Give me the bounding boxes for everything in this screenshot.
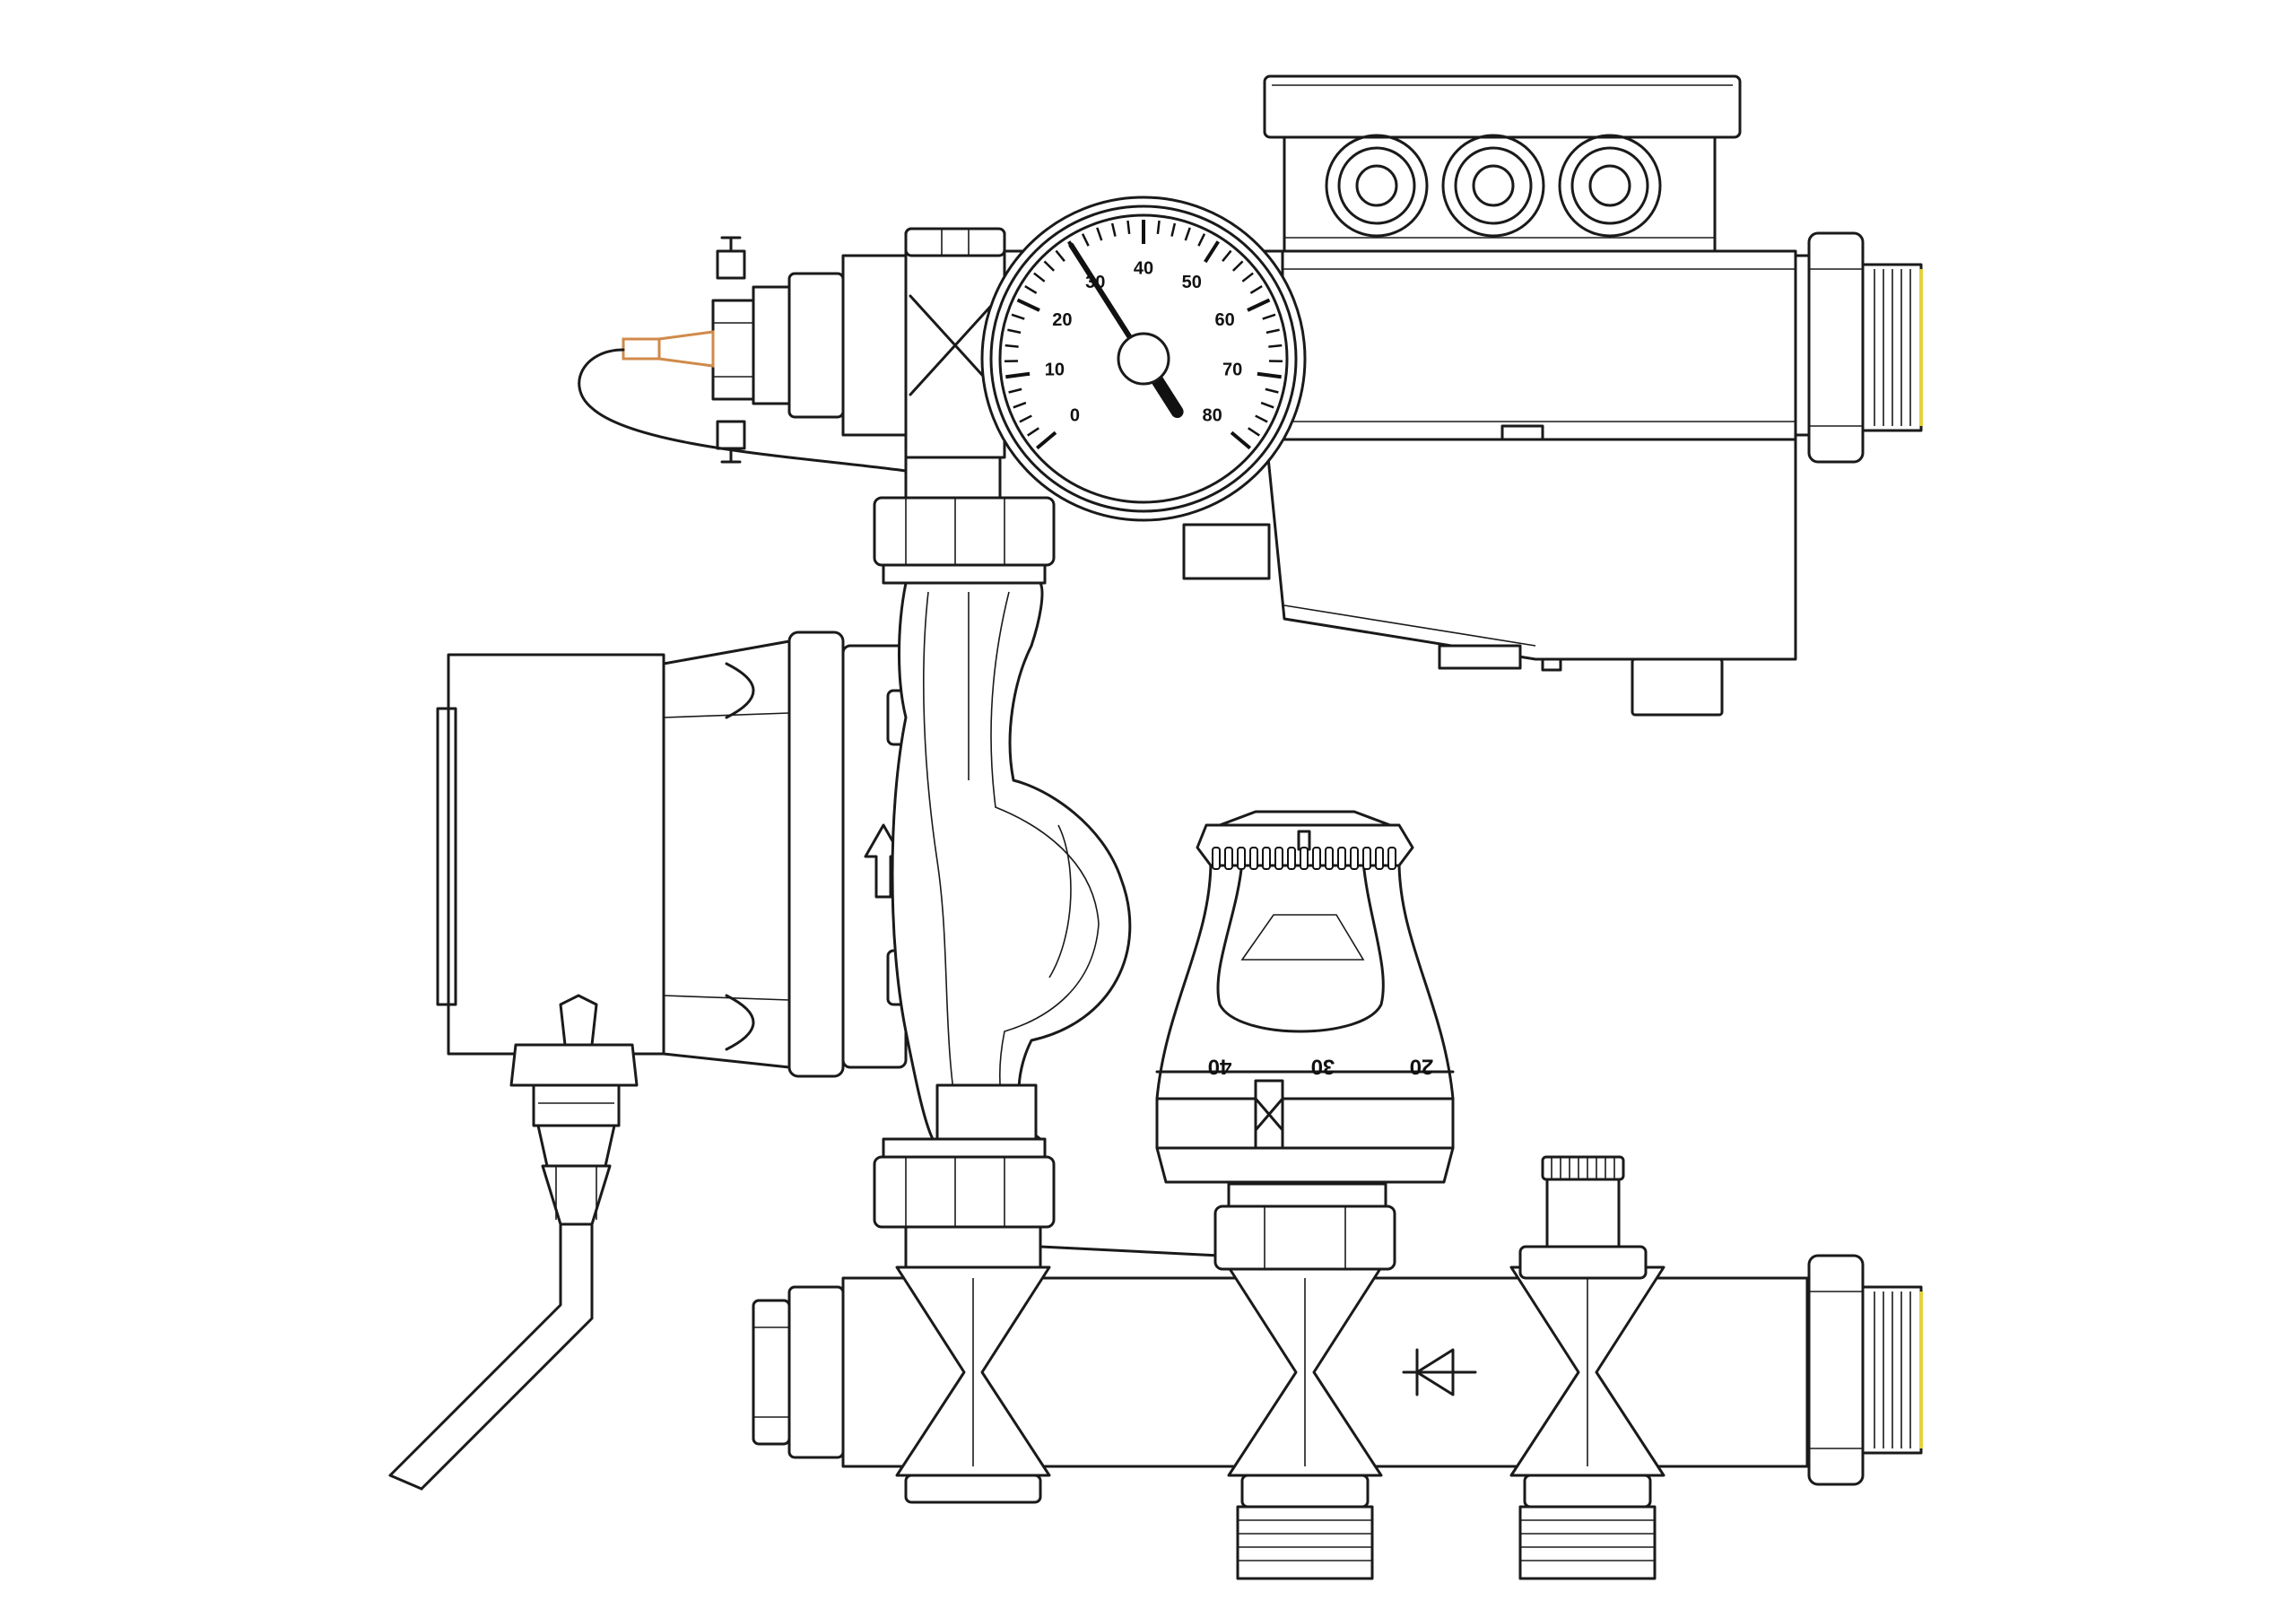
gauge-tick — [1008, 387, 1022, 394]
check-valve-icon — [1402, 1348, 1477, 1396]
gauge-tick — [1257, 371, 1282, 379]
gauge-tick — [1204, 240, 1220, 264]
gauge-tick — [1170, 222, 1177, 237]
air-vent — [1518, 1155, 1648, 1280]
knob-rib — [1224, 847, 1233, 870]
knob-rib — [1325, 847, 1334, 870]
gauge-tick — [1013, 401, 1027, 409]
gauge-tick — [1265, 387, 1279, 394]
gauge-label-40: 40 — [1134, 258, 1153, 278]
gauge-tick — [1007, 328, 1022, 335]
gauge-tick — [1019, 414, 1032, 423]
gauge-label-80: 80 — [1202, 406, 1222, 426]
gauge-tick — [1096, 227, 1103, 241]
upper-union — [873, 456, 1056, 585]
top-thread — [1874, 269, 1911, 426]
knob-grip-ribs — [1212, 847, 1396, 870]
temperature-gauge: 01020304050607080 — [980, 196, 1307, 522]
gauge-tick — [1126, 220, 1131, 235]
gauge-tick — [1231, 260, 1244, 272]
thermostatic-head: 40 30 20 — [1155, 810, 1455, 1271]
lower-union — [873, 1083, 1222, 1269]
gauge-tick — [1268, 344, 1283, 348]
gauge-label-50: 50 — [1182, 273, 1202, 292]
gauge-tick — [1265, 328, 1280, 335]
bottom-manifold — [752, 1254, 1923, 1580]
gauge-tick — [1110, 222, 1117, 237]
knob-rib — [1362, 847, 1371, 870]
cable-gland-2 — [1441, 134, 1545, 238]
knob-rib — [1300, 847, 1309, 870]
gauge-tick — [1197, 233, 1206, 247]
knob-rib — [1375, 847, 1384, 870]
manifold-valve-3 — [1509, 1265, 1665, 1580]
knob-rib — [1262, 847, 1271, 870]
gauge-tick — [1035, 431, 1057, 450]
gauge-tick — [1241, 272, 1254, 283]
gauge-tick — [1248, 427, 1260, 437]
gauge-label-10: 10 — [1045, 360, 1065, 379]
sensor-fitting-left — [578, 236, 908, 473]
knob-rib — [1350, 847, 1359, 870]
cable-gland-1 — [1325, 134, 1429, 238]
gauge-tick — [1043, 260, 1056, 272]
top-right-union — [1794, 231, 1923, 464]
knob-rib — [1387, 847, 1396, 870]
gauge-tick — [1005, 371, 1031, 379]
gauge-label-20: 20 — [1052, 310, 1072, 330]
gauge-tick — [1230, 431, 1252, 450]
gauge-tick — [1260, 401, 1274, 409]
knob-rib — [1274, 847, 1283, 870]
gauge-tick — [1055, 249, 1065, 262]
thermostat-label-20: 20 — [1410, 1055, 1434, 1079]
gauge-tick — [1249, 284, 1263, 294]
bottom-thread — [1874, 1292, 1911, 1448]
knob-rib — [1212, 847, 1221, 870]
gauge-tick — [1024, 284, 1038, 294]
gauge-tick — [1004, 344, 1019, 348]
thermostat-label-40: 40 — [1208, 1055, 1232, 1079]
gauge-tick — [1184, 227, 1191, 241]
thermostat-label-30: 30 — [1311, 1055, 1335, 1079]
knob-rib — [1249, 847, 1258, 870]
top-valve-nut — [904, 227, 1006, 257]
gauge-tick — [1016, 298, 1040, 312]
circulator-pump — [388, 581, 1132, 1491]
gauge-tick — [1247, 298, 1271, 312]
gauge-tick-marks — [1004, 220, 1283, 450]
knob-rib — [1287, 847, 1296, 870]
knob-rib — [1312, 847, 1321, 870]
gauge-tick — [1081, 233, 1090, 247]
knob-rib — [1337, 847, 1346, 870]
gauge-tick — [1262, 313, 1276, 320]
gauge-tick — [1156, 220, 1161, 235]
gauge-tick — [1222, 249, 1232, 262]
gauge-tick — [1255, 414, 1268, 423]
knob-rib — [1237, 847, 1246, 870]
gauge-label-70: 70 — [1222, 360, 1242, 379]
manifold-valve-1 — [895, 1265, 1051, 1504]
gauge-label-0: 0 — [1070, 406, 1080, 426]
manifold-valve-2 — [1227, 1265, 1383, 1580]
gauge-tick — [1011, 313, 1025, 320]
cable-gland-3 — [1558, 134, 1662, 238]
gauge-tick — [1033, 272, 1046, 283]
gauge-label-60: 60 — [1215, 310, 1235, 330]
gauge-tick — [1027, 427, 1039, 437]
